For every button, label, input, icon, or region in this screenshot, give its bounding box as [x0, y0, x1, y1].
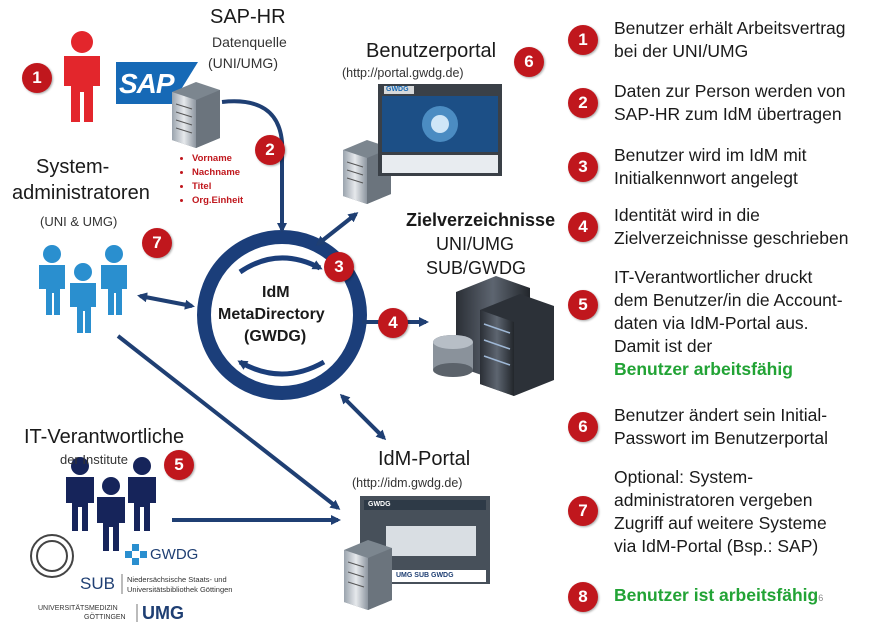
portal-title: Benutzerportal	[366, 40, 497, 62]
arrow-sysadmin-to-idmportal	[116, 334, 341, 510]
idm-portal-screenshot	[360, 496, 490, 584]
badge-2: 2	[255, 135, 285, 165]
idm-line-3: (GWDG)	[244, 328, 307, 345]
badge-4: 4	[378, 308, 408, 338]
step-badge-2: 2	[568, 88, 598, 118]
step-badge-1: 1	[568, 25, 598, 55]
ziel-title: Zielverzeichnisse	[406, 210, 556, 230]
badge-6: 6	[514, 47, 544, 77]
step-badge-8: 8	[568, 582, 598, 612]
sysadmin-label-1: System-	[36, 156, 110, 178]
idm-portal-title: IdM-Portal	[378, 448, 471, 470]
step-badge-6: 6	[568, 412, 598, 442]
it-responsible-title: IT-Verantwortliche	[24, 426, 185, 448]
umg-logo-small-2: GÖTTINGEN	[84, 614, 126, 621]
arrow-idm-portal-bidirectional	[315, 212, 359, 246]
target-directories-servers-icon	[433, 276, 554, 396]
umg-logo-text: UMG	[142, 603, 184, 623]
sap-hr-title: SAP-HR	[210, 6, 286, 28]
idm-line-2: MetaDirectory	[218, 306, 325, 323]
step-7-text: Optional: System-administratoren vergebe…	[614, 467, 827, 556]
arrows	[116, 99, 429, 525]
sub-logo-desc-2: Universitätsbibliothek Göttingen	[127, 585, 233, 594]
sap-field: Vorname	[192, 152, 243, 166]
sap-field: Org.Einheit	[192, 194, 243, 208]
it-responsible-sub: der Institute	[60, 452, 128, 467]
sap-field: Titel	[192, 180, 243, 194]
sap-hr-subtitle: Datenquelle	[212, 34, 287, 50]
ziel-line-2: UNI/UMG	[436, 234, 514, 254]
idm-screen-footer: UMG SUB GWDG	[396, 572, 454, 579]
ziel-line-3: SUB/GWDG	[426, 258, 527, 278]
portal-screenshot	[378, 84, 502, 176]
step-badge-7: 7	[568, 496, 598, 526]
idm-portal-url: (http://idm.gwdg.de)	[352, 476, 463, 490]
step-badge-4: 4	[568, 212, 598, 242]
gwdg-logo-mark	[125, 544, 147, 565]
portal-url: (http://portal.gwdg.de)	[342, 66, 464, 80]
sap-fields-list: Vorname Nachname Titel Org.Einheit	[178, 152, 243, 208]
sub-logo-text: SUB	[80, 574, 115, 593]
step-8-text: Benutzer ist arbeitsfähig6	[614, 585, 824, 605]
gwdg-logo-text: GWDG	[150, 546, 199, 563]
badge-5: 5	[164, 450, 194, 480]
badge-1: 1	[22, 63, 52, 93]
idm-line-1: IdM	[262, 284, 290, 301]
sysadmin-label-2: administratoren	[12, 182, 150, 204]
sysadmin-scope: (UNI & UMG)	[40, 214, 118, 229]
step-badge-3: 3	[568, 152, 598, 182]
sap-logo-text: SAP	[119, 68, 175, 99]
idm-portal-server-icon	[344, 540, 392, 610]
sap-hr-scope: (UNI/UMG)	[208, 55, 278, 71]
page-number: 6	[818, 593, 824, 603]
arrow-sysadmin-idm-bidirectional	[137, 292, 195, 310]
sub-logo-desc-1: Niedersächsische Staats- und	[127, 575, 227, 584]
step-badge-5: 5	[568, 290, 598, 320]
idm-ring	[197, 230, 367, 400]
sap-field: Nachname	[192, 166, 243, 180]
umg-logo-small-1: UNIVERSITÄTSMEDIZIN	[38, 605, 118, 612]
step-5-highlight: Benutzer arbeitsfähig	[614, 359, 793, 379]
portal-screen-logo: GWDG	[386, 86, 409, 93]
uni-seal-logo	[30, 534, 74, 578]
sap-server-icon	[172, 82, 220, 148]
it-responsible-group-icon	[66, 457, 156, 551]
sysadmin-group-icon	[39, 245, 127, 333]
step-6-text: Benutzer ändert sein Initial-Passwort im…	[614, 405, 828, 448]
user-person-icon	[64, 31, 100, 122]
badge-3: 3	[324, 252, 354, 282]
badge-7: 7	[142, 228, 172, 258]
arrow-idm-idmportal-bidirectional	[339, 393, 387, 441]
idm-screen-logo: GWDG	[368, 501, 391, 508]
